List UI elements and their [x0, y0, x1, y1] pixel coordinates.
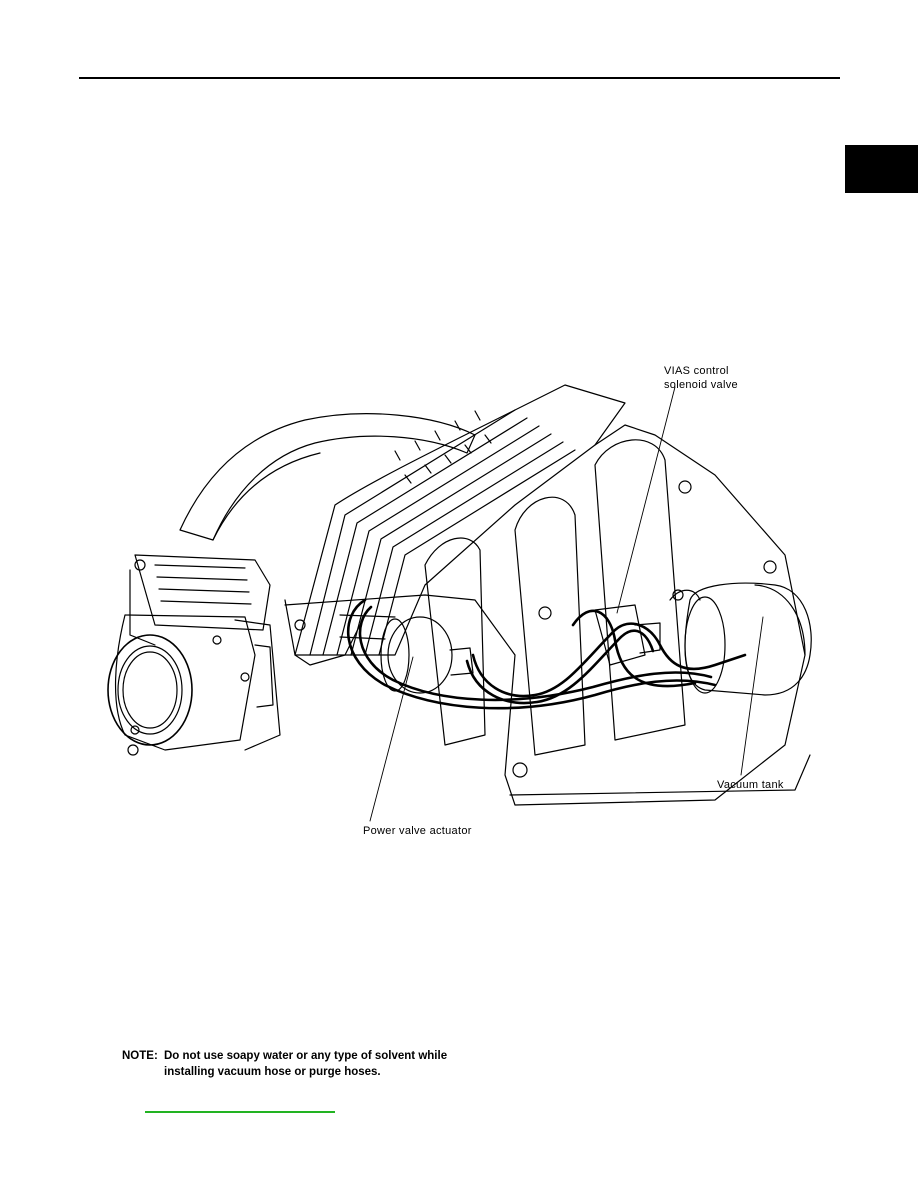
note-label: NOTE: [122, 1050, 158, 1062]
vacuum-tank-callout: Vacuum tank [717, 779, 784, 791]
power-valve-callout: Power valve actuator [363, 825, 472, 837]
header-rule [79, 77, 840, 79]
callout-leaders [369, 386, 764, 822]
note-block: NOTE: Do not use soapy water or any type … [122, 1048, 447, 1080]
note-line1: Do not use soapy water or any type of so… [164, 1050, 448, 1062]
vias-solenoid-callout: VIAS control solenoid valve [664, 364, 738, 392]
section-tab[interactable] [845, 145, 918, 193]
reference-link[interactable] [145, 1111, 335, 1113]
vias-callout-line1: VIAS control [664, 365, 729, 377]
vias-solenoid-shape [594, 589, 701, 666]
intake-manifold-illustration [95, 355, 830, 845]
vias-callout-line2: solenoid valve [664, 379, 738, 391]
lower-manifold [284, 424, 811, 806]
vacuum-tank-shape [684, 582, 812, 696]
vacuum-hoses [346, 598, 747, 710]
note-line2: installing vacuum hose or purge hoses. [164, 1066, 381, 1078]
throttle-body [107, 554, 281, 756]
